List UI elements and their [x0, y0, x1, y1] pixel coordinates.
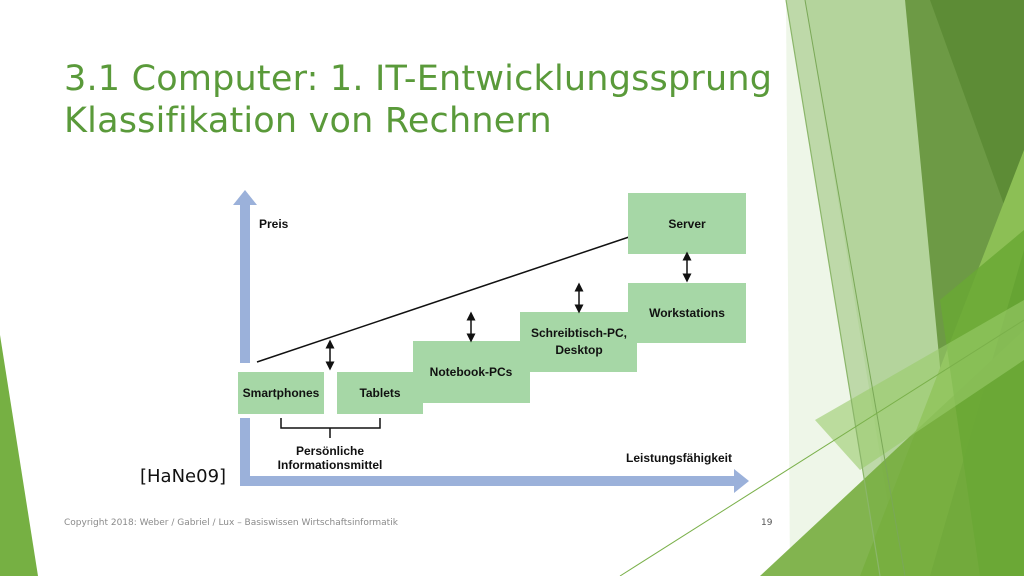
citation: [HaNe09] [140, 466, 227, 487]
box-workstations: Workstations [628, 283, 746, 343]
box-tablets-label: Tablets [359, 386, 400, 400]
y-axis-label: Preis [259, 217, 289, 231]
box-desktop: Schreibtisch-PC, Desktop [520, 312, 637, 372]
title-line-2: Klassifikation von Rechnern [64, 101, 552, 141]
box-tablets: Tablets [337, 372, 423, 414]
box-workstations-label: Workstations [649, 306, 725, 320]
slide-title: 3.1 Computer: 1. IT-Entwicklungssprung K… [64, 58, 784, 142]
y-axis [233, 190, 257, 486]
box-server-label: Server [668, 217, 706, 231]
box-notebook: Notebook-PCs [413, 341, 530, 403]
page-number: 19 [761, 518, 773, 528]
title-line-1: 3.1 Computer: 1. IT-Entwicklungssprung [64, 59, 773, 99]
price-trend-line [256, 236, 630, 363]
bracket-label-1: Persönliche [296, 444, 364, 458]
box-smartphones: Smartphones [238, 372, 324, 414]
bracket-persoenliche [280, 418, 381, 429]
bracket-label-2: Informationsmittel [278, 458, 383, 472]
box-desktop-label-1: Schreibtisch-PC, [531, 326, 627, 340]
x-axis-label: Leistungsfähigkeit [626, 451, 732, 465]
box-smartphones-label: Smartphones [243, 386, 320, 400]
footer-copyright: Copyright 2018: Weber / Gabriel / Lux – … [64, 518, 398, 528]
box-server: Server [628, 193, 746, 254]
box-notebook-label: Notebook-PCs [430, 365, 513, 379]
box-desktop-label-2: Desktop [555, 343, 602, 357]
x-axis [240, 469, 749, 493]
